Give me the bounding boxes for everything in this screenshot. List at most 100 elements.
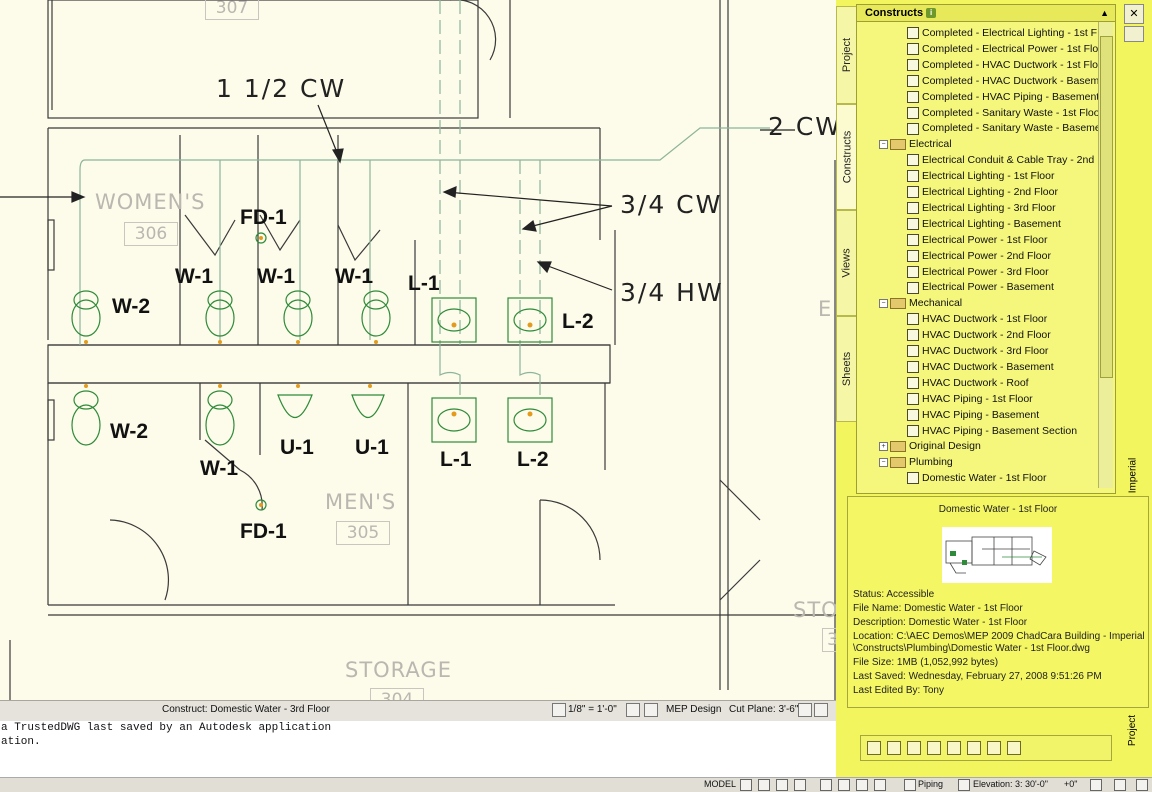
model-button[interactable]: MODEL (704, 779, 737, 789)
tree-item[interactable]: Completed - Sanitary Waste - Baseme (907, 120, 1101, 136)
tree-item[interactable]: Electrical Power - Basement (907, 279, 1054, 295)
collapse-icon[interactable]: − (879, 458, 888, 468)
tree-item-label: Completed - HVAC Ductwork - 1st Flo (922, 58, 1099, 71)
cut-plane[interactable]: Cut Plane: 3'-6" (729, 704, 799, 715)
tab-project[interactable]: Project (836, 6, 858, 104)
layout-icon-4[interactable] (794, 779, 806, 791)
construct-file-icon (907, 424, 919, 437)
annotation-icon[interactable] (626, 703, 640, 717)
tray-icon-c[interactable] (1136, 779, 1148, 791)
tray-icon-1[interactable] (798, 703, 812, 717)
collapse-icon[interactable]: − (879, 140, 888, 150)
tree-item[interactable]: Completed - HVAC Ductwork - Basem (907, 73, 1099, 89)
tree-item[interactable]: Electrical Power - 1st Floor (907, 232, 1047, 248)
add-element-icon[interactable] (887, 741, 901, 755)
tray-icon-a[interactable] (1090, 779, 1102, 791)
tree-folder[interactable]: + Original Design (879, 438, 981, 454)
workspace-selector[interactable]: MEP Design (666, 704, 722, 715)
refresh-icon[interactable] (987, 741, 1001, 755)
close-icon[interactable]: ✕ (1124, 4, 1144, 24)
constructs-tree[interactable]: Constructs i ▲ Completed - Electrical Li… (856, 4, 1116, 494)
folder-icon (890, 457, 906, 469)
tree-item-label: Electrical (909, 138, 952, 151)
construct-file-icon (907, 27, 919, 40)
piping-selector[interactable]: Piping (918, 779, 944, 789)
tree-item-label: Electrical Lighting - 2nd Floor (922, 186, 1058, 198)
xref-icon[interactable] (947, 741, 961, 755)
tree-item[interactable]: HVAC Ductwork - 2nd Floor (907, 327, 1051, 343)
application-status-bar: MODEL Piping Elevation: 3: 30'-0" +0" (0, 777, 1152, 792)
tag-w2-top: W-2 (112, 295, 151, 318)
tree-scrollbar-thumb[interactable] (1100, 36, 1113, 378)
tree-item-label: Electrical Lighting - 1st Floor (922, 170, 1055, 183)
tree-item-label: Electrical Power - 1st Floor (922, 233, 1048, 246)
repath-icon[interactable] (1007, 741, 1021, 755)
tree-item[interactable]: Completed - HVAC Ductwork - 1st Flo (907, 57, 1098, 73)
info-icon[interactable]: i (926, 8, 937, 19)
layout-icon-3[interactable] (776, 779, 788, 791)
pan-icon[interactable] (820, 779, 832, 791)
tree-item[interactable]: Completed - Electrical Lighting - 1st F (907, 25, 1097, 41)
tree-item[interactable]: Electrical Power - 3rd Floor (907, 264, 1049, 280)
zoom-icon[interactable] (838, 779, 850, 791)
scale-selector[interactable]: 1/8" = 1'-0" (568, 704, 617, 715)
tree-item[interactable]: HVAC Piping - 1st Floor (907, 391, 1033, 407)
tab-constructs[interactable]: Constructs (836, 104, 858, 210)
construct-preview-thumbnail (942, 527, 1052, 583)
tree-item[interactable]: Domestic Water - 1st Floor (907, 470, 1046, 486)
construct-file-icon (907, 186, 919, 199)
tag-u1-b: U-1 (355, 436, 389, 459)
tree-item[interactable]: Electrical Lighting - 2nd Floor (907, 184, 1058, 200)
command-line[interactable]: a TrustedDWG last saved by an Autodesk a… (0, 721, 836, 778)
piping-icon[interactable] (904, 779, 916, 791)
tag-l2-top: L-2 (562, 310, 594, 333)
collapse-icon[interactable]: − (879, 299, 888, 309)
tree-item-label: Completed - HVAC Ductwork - Basem (922, 74, 1100, 87)
tree-folder[interactable]: −Mechanical (879, 295, 962, 311)
tree-item[interactable]: Completed - HVAC Piping - Basement (907, 89, 1099, 105)
drawing-canvas[interactable]: 307 WOMEN'S 306 MEN'S 305 STORAGE 304 ST… (0, 0, 836, 700)
layout-icon-2[interactable] (758, 779, 770, 791)
tray-icon-2[interactable] (814, 703, 828, 717)
tree-scrollbar[interactable] (1098, 22, 1113, 488)
collapse-arrow-icon[interactable]: ▲ (1100, 8, 1109, 18)
tree-folder[interactable]: − Electrical (879, 136, 952, 152)
note-cw-2: 2 CW (768, 112, 836, 141)
elevation-icon[interactable] (958, 779, 970, 791)
tab-sheets[interactable]: Sheets (836, 316, 858, 422)
open-drawing-icon[interactable] (927, 741, 941, 755)
tree-item[interactable]: Completed - Sanitary Waste - 1st Floor (907, 105, 1103, 121)
tree-item[interactable]: HVAC Ductwork - Roof (907, 375, 1029, 391)
tree-item[interactable]: HVAC Piping - Basement (907, 407, 1039, 423)
add-construct-icon[interactable] (867, 741, 881, 755)
layout-icon-1[interactable] (740, 779, 752, 791)
construct-file-icon (907, 202, 919, 215)
scale-icon[interactable] (552, 703, 566, 717)
elevation-selector[interactable]: Elevation: 3: 30'-0" (973, 779, 1048, 789)
tray-icon-b[interactable] (1114, 779, 1126, 791)
tree-item[interactable]: HVAC Ductwork - 3rd Floor (907, 343, 1048, 359)
expand-icon[interactable]: + (879, 442, 888, 452)
tree-item-label: Original Design (909, 440, 981, 453)
orbit-icon[interactable] (856, 779, 868, 791)
tree-folder[interactable]: −Plumbing (879, 454, 953, 470)
properties-icon[interactable] (1124, 26, 1144, 42)
tree-item[interactable]: HVAC Piping - Basement Section (907, 423, 1077, 439)
etransmit-icon[interactable] (967, 741, 981, 755)
tree-item[interactable]: HVAC Ductwork - Basement (907, 359, 1054, 375)
tree-item[interactable]: Electrical Power - 2nd Floor (907, 248, 1051, 264)
elevation-offset[interactable]: +0" (1064, 779, 1078, 789)
showmotion-icon[interactable] (874, 779, 886, 791)
tree-item-label: Electrical Power - 3rd Floor (922, 265, 1049, 278)
tree-item[interactable]: Electrical Conduit & Cable Tray - 2nd (907, 152, 1094, 168)
room-label-storage: STORAGE (345, 658, 452, 682)
tab-views[interactable]: Views (836, 210, 858, 316)
tree-item[interactable]: Electrical Lighting - 1st Floor (907, 168, 1054, 184)
add-category-icon[interactable] (907, 741, 921, 755)
workspace-icon[interactable] (644, 703, 658, 717)
tree-item[interactable]: Electrical Lighting - 3rd Floor (907, 200, 1056, 216)
tree-item[interactable]: Completed - Electrical Power - 1st Flo (907, 41, 1098, 57)
tree-item[interactable]: HVAC Ductwork - 1st Floor (907, 311, 1047, 327)
construct-file-icon (907, 265, 919, 278)
tree-item[interactable]: Electrical Lighting - Basement (907, 216, 1061, 232)
